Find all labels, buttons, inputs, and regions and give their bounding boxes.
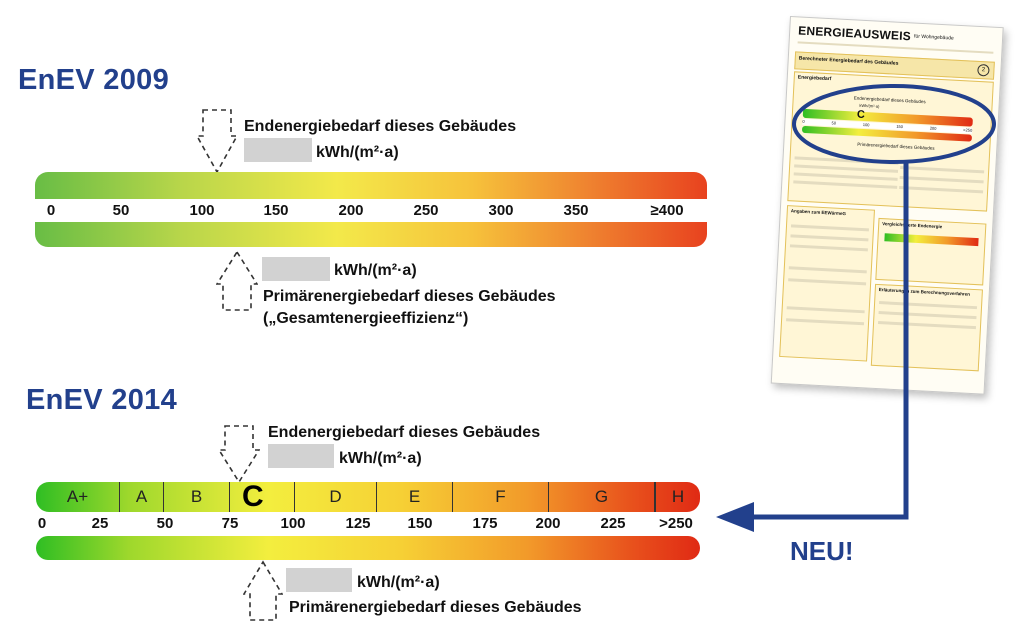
efficiency-class-cell: A+ bbox=[36, 482, 120, 512]
enev2009-tick-label: 250 bbox=[413, 202, 439, 219]
enev2014-scale-ticks: 0 25 50 75 100 125 150 175 200 225 >250 bbox=[36, 515, 700, 535]
primary-energy-pointer-icon bbox=[243, 560, 283, 621]
enev2009-primary-energy-subtitle: („Gesamtenergieeffizienz“) bbox=[263, 310, 469, 327]
enev2009-end-energy-label: Endenergiebedarf dieses Gebäudes bbox=[244, 118, 517, 135]
enev2009-primary-energy-label: Primärenergiebedarf dieses Gebäudes bbox=[263, 288, 556, 305]
enev2014-tick-label: 225 bbox=[600, 515, 626, 532]
enev2014-tick-label: 200 bbox=[535, 515, 561, 532]
enev2009-tick-label: 0 bbox=[46, 202, 56, 219]
enev2009-end-energy-value-box bbox=[244, 138, 312, 162]
enev2009-primary-energy-value-box bbox=[262, 257, 330, 281]
enev2014-tick-label: 75 bbox=[221, 515, 239, 532]
end-energy-pointer-icon bbox=[196, 109, 238, 174]
enev2014-end-energy-value-box bbox=[268, 444, 334, 468]
enev2009-primary-energy-unit: kWh/(m²·a) bbox=[334, 262, 417, 279]
enev2009-tick-label: 200 bbox=[338, 202, 364, 219]
efficiency-class-cell: H bbox=[655, 482, 700, 512]
efficiency-class-cell: G bbox=[549, 482, 655, 512]
enev2009-heading: EnEV 2009 bbox=[18, 64, 170, 96]
efficiency-class-cell-highlighted: C bbox=[230, 482, 295, 512]
enev2014-heading: EnEV 2014 bbox=[26, 384, 178, 416]
enev2014-tick-label: 175 bbox=[472, 515, 498, 532]
enev2014-tick-label: 50 bbox=[156, 515, 174, 532]
efficiency-class-cell: E bbox=[377, 482, 453, 512]
enev2014-primary-energy-value-box bbox=[286, 568, 352, 592]
enev2009-tick-label: 50 bbox=[112, 202, 130, 219]
document-subtitle: für Wohngebäude bbox=[913, 33, 954, 42]
efficiency-class-cell: A bbox=[120, 482, 164, 512]
primary-energy-pointer-icon bbox=[216, 250, 258, 311]
enev2014-tick-label: 150 bbox=[407, 515, 433, 532]
enev2009-end-energy-unit: kWh/(m²·a) bbox=[316, 144, 399, 161]
new-scale-arrow-icon bbox=[716, 162, 909, 532]
document-section1-label: Berechneter Energiebedarf des Gebäudes bbox=[798, 55, 899, 67]
new-callout-label: NEU! bbox=[790, 536, 854, 566]
enev2014-efficiency-class-bar: A+ A B C D E F G H bbox=[36, 482, 700, 512]
enev2009-scale-strip bbox=[35, 199, 707, 222]
end-energy-pointer-icon bbox=[218, 425, 260, 484]
efficiency-class-cell: D bbox=[295, 482, 377, 512]
enev2009-scale-ticks: 0 50 100 150 200 250 300 350 ≥400 bbox=[35, 202, 707, 222]
enev2009-tick-label: 100 bbox=[189, 202, 215, 219]
enev2014-primary-energy-unit: kWh/(m²·a) bbox=[357, 574, 440, 591]
highlight-ellipse bbox=[792, 84, 996, 164]
efficiency-class-cell: B bbox=[164, 482, 230, 512]
enev2014-end-energy-unit: kWh/(m²·a) bbox=[339, 450, 422, 467]
enev2014-primary-gradient bbox=[36, 536, 700, 560]
enev2014-tick-label: >250 bbox=[659, 515, 693, 532]
enev2014-primary-energy-label: Primärenergiebedarf dieses Gebäudes bbox=[289, 599, 582, 616]
enev2009-tick-label: 350 bbox=[563, 202, 589, 219]
document-page-number: 2 bbox=[977, 63, 990, 77]
enev2014-tick-label: 0 bbox=[37, 515, 47, 532]
enev2009-tick-label: ≥400 bbox=[650, 202, 684, 219]
enev2009-energy-scale-bar: 0 50 100 150 200 250 300 350 ≥400 bbox=[35, 172, 707, 247]
enev2014-end-energy-label: Endenergiebedarf dieses Gebäudes bbox=[268, 424, 541, 441]
enev2009-tick-label: 150 bbox=[263, 202, 289, 219]
document-title: ENERGIEAUSWEIS bbox=[797, 23, 912, 44]
efficiency-class-cell: F bbox=[453, 482, 549, 512]
enev2014-tick-label: 25 bbox=[91, 515, 109, 532]
enev2009-tick-label: 300 bbox=[488, 202, 514, 219]
enev2014-tick-label: 125 bbox=[345, 515, 371, 532]
enev2014-tick-label: 100 bbox=[280, 515, 306, 532]
